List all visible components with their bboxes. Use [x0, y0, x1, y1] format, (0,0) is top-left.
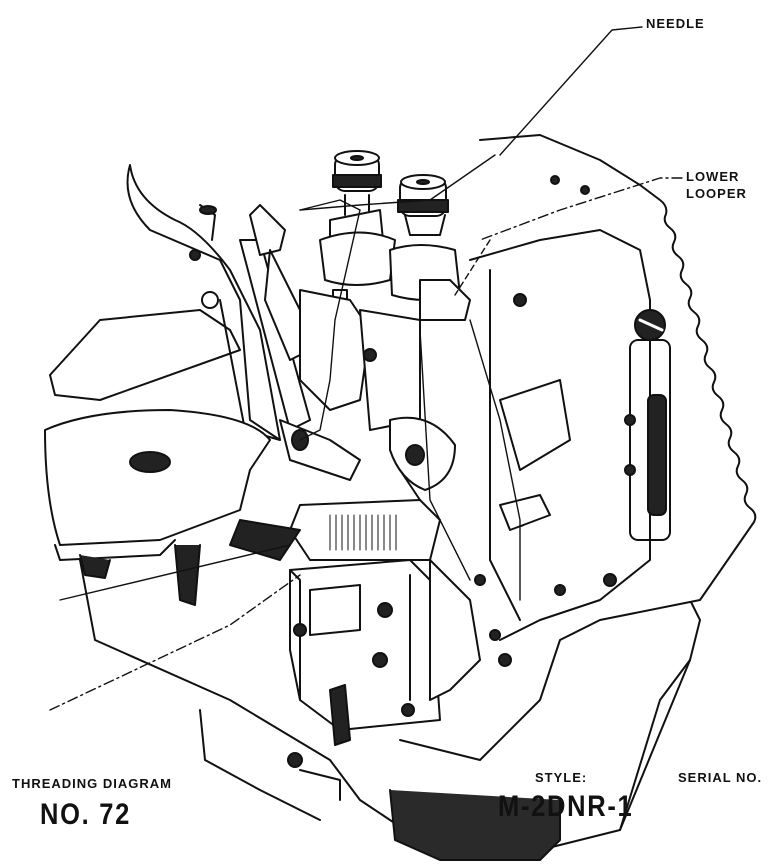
lower-looper-callout-line1: LOWER — [686, 169, 740, 184]
style-label: STYLE: — [535, 770, 588, 785]
front-block — [287, 559, 441, 801]
diagram-title: THREADING DIAGRAM — [12, 776, 172, 791]
needle-leader-line — [499, 26, 643, 156]
machine-casing — [399, 134, 757, 761]
serial-label: SERIAL NO. — [678, 770, 763, 785]
needle-mechanism — [249, 204, 471, 546]
work-plate — [44, 409, 271, 606]
lower-looper-leader-line — [479, 177, 683, 241]
thread-paths — [49, 154, 521, 711]
needle-callout: NEEDLE — [646, 16, 705, 31]
lower-looper-callout-line2: LOOPER — [686, 186, 747, 201]
throat-plate — [229, 499, 441, 561]
diagram-number: NO. 72 — [40, 798, 131, 831]
tension-assembly-left — [319, 150, 396, 286]
style-value: M-2DNR-1 — [498, 790, 634, 823]
lower-looper-bracket — [429, 494, 551, 701]
